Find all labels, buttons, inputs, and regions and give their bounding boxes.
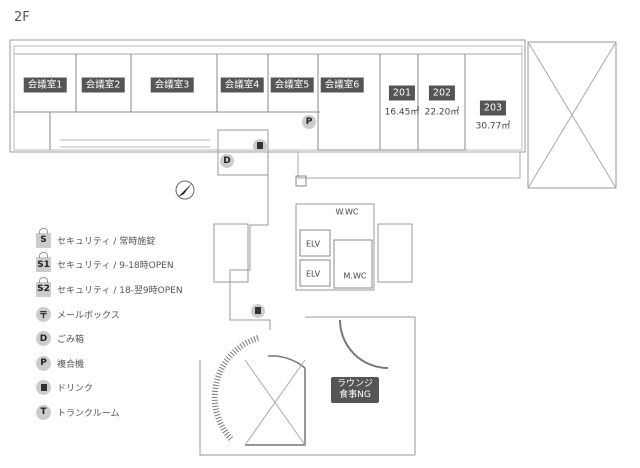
room-area-202: 22.20㎡ bbox=[424, 107, 460, 118]
drink-icon bbox=[251, 304, 265, 318]
legend-label: ドリンク bbox=[57, 384, 94, 395]
legend-item: T トランクルーム bbox=[36, 400, 183, 425]
legend: S セキュリティ / 常時施錠 S1 セキュリティ / 9-18時OPEN S2 セキ… bbox=[36, 227, 183, 425]
legend-label: トランクルーム bbox=[57, 408, 120, 419]
room-label-meeting5[interactable]: 会議室5 bbox=[270, 77, 314, 93]
room-label-meeting4[interactable]: 会議室4 bbox=[220, 77, 264, 93]
drink-icon bbox=[36, 380, 51, 396]
mailbox-icon: 〒 bbox=[36, 306, 51, 322]
trash-marker: D bbox=[220, 154, 234, 168]
printer-icon: P bbox=[36, 355, 51, 371]
void-block bbox=[527, 41, 617, 189]
room-label-meeting3[interactable]: 会議室3 bbox=[150, 77, 194, 93]
room-label-meeting1[interactable]: 会議室1 bbox=[23, 77, 67, 93]
legend-label: 複合機 bbox=[57, 359, 85, 370]
legend-item: S セキュリティ / 常時施錠 bbox=[36, 227, 183, 253]
security-lock-icon: S1 bbox=[36, 252, 51, 273]
legend-item: D ごみ箱 bbox=[36, 326, 183, 351]
legend-item: P 複合機 bbox=[36, 351, 183, 376]
legend-label: メールボックス bbox=[57, 310, 120, 321]
room-area-203: 30.77㎡ bbox=[475, 121, 511, 132]
elevator-label: ELV bbox=[305, 239, 321, 249]
compass-icon bbox=[175, 180, 195, 200]
legend-label: ごみ箱 bbox=[57, 335, 85, 346]
trunk-room-icon: T bbox=[36, 404, 51, 420]
lounge-label[interactable]: ラウンジ 食事NG bbox=[330, 377, 380, 403]
legend-item: ドリンク bbox=[36, 376, 183, 401]
core-walls bbox=[199, 175, 416, 456]
trash-icon: D bbox=[36, 331, 51, 347]
legend-label: セキュリティ / 18-翌9時OPEN bbox=[57, 285, 183, 296]
legend-label: セキュリティ / 9-18時OPEN bbox=[57, 261, 174, 272]
mens-wc-label: M.WC bbox=[343, 271, 367, 281]
elevator-label: ELV bbox=[305, 269, 321, 279]
room-area-201: 16.45㎡ bbox=[384, 107, 420, 118]
room-label-202[interactable]: 202 bbox=[428, 85, 456, 101]
room-label-201[interactable]: 201 bbox=[388, 85, 416, 101]
womens-wc-label: W.WC bbox=[335, 207, 359, 217]
room-label-meeting2[interactable]: 会議室2 bbox=[81, 77, 125, 93]
room-label-203[interactable]: 203 bbox=[479, 100, 507, 116]
security-lock-icon: S bbox=[36, 227, 51, 248]
legend-item: 〒メールボックス bbox=[36, 302, 183, 327]
drink-icon bbox=[253, 139, 267, 153]
floor-label: 2F bbox=[14, 10, 30, 25]
top-wing-walls bbox=[9, 39, 526, 187]
legend-item: S2 セキュリティ / 18-翌9時OPEN bbox=[36, 276, 183, 302]
printer-marker: P bbox=[302, 115, 316, 129]
legend-label: セキュリティ / 常時施錠 bbox=[57, 236, 156, 247]
room-label-meeting6[interactable]: 会議室6 bbox=[320, 77, 364, 93]
lounge-name: ラウンジ bbox=[336, 379, 374, 389]
legend-item: S1 セキュリティ / 9-18時OPEN bbox=[36, 252, 183, 278]
lounge-note: 食事NG bbox=[339, 390, 371, 400]
security-lock-icon: S2 bbox=[36, 276, 51, 297]
